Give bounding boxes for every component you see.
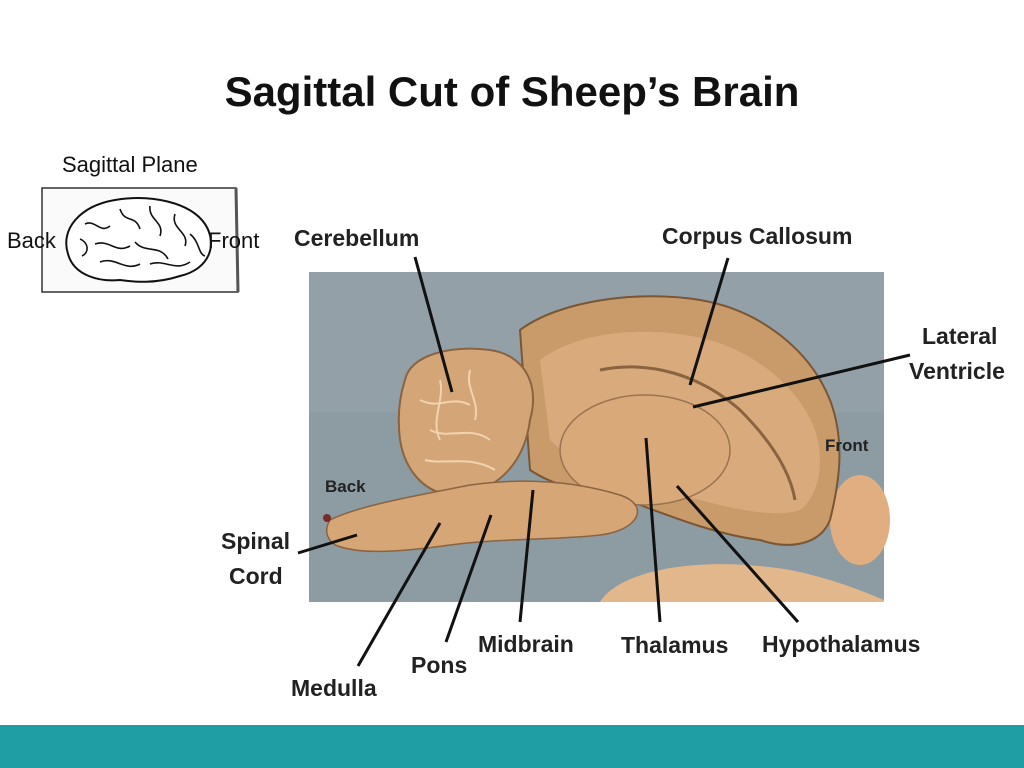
slide-title: Sagittal Cut of Sheep’s Brain [224, 68, 800, 115]
footer-bar [0, 725, 1024, 768]
thalamus-pointer [644, 437, 662, 623]
cerebellum-pointer [413, 256, 454, 393]
sagittal-plane-thumbnail [41, 187, 240, 293]
label-hypothalamus: Hypothalamus [762, 631, 921, 657]
label-lateral-ventricle-line2: Ventricle [909, 358, 1005, 384]
photo-back-tag: Back [325, 477, 366, 496]
thumbnail-front-label: Front [208, 228, 260, 253]
lateral-ventricle-pointer [692, 353, 911, 409]
label-corpus-callosum: Corpus Callosum [662, 223, 853, 249]
corpus-callosum-pointer [688, 257, 730, 386]
label-thalamus: Thalamus [621, 632, 729, 658]
midbrain-pointer [518, 489, 535, 623]
pons-pointer [444, 514, 493, 643]
label-spinal-cord-line2: Cord [229, 563, 283, 589]
spinal-cord-pointer [297, 533, 358, 555]
medulla-pointer [356, 522, 442, 667]
label-spinal-cord-line1: Spinal [221, 528, 291, 554]
sagittal-plane-label: Sagittal Plane [62, 152, 198, 177]
label-lateral-ventricle-line1: Lateral [922, 323, 998, 349]
label-cerebellum: Cerebellum [294, 225, 420, 251]
thumbnail-back-label: Back [7, 228, 56, 253]
photo-front-tag: Front [825, 436, 869, 455]
label-pons: Pons [411, 652, 468, 678]
hypothalamus-pointer [675, 485, 800, 623]
label-midbrain: Midbrain [478, 631, 574, 657]
label-medulla: Medulla [291, 675, 377, 701]
